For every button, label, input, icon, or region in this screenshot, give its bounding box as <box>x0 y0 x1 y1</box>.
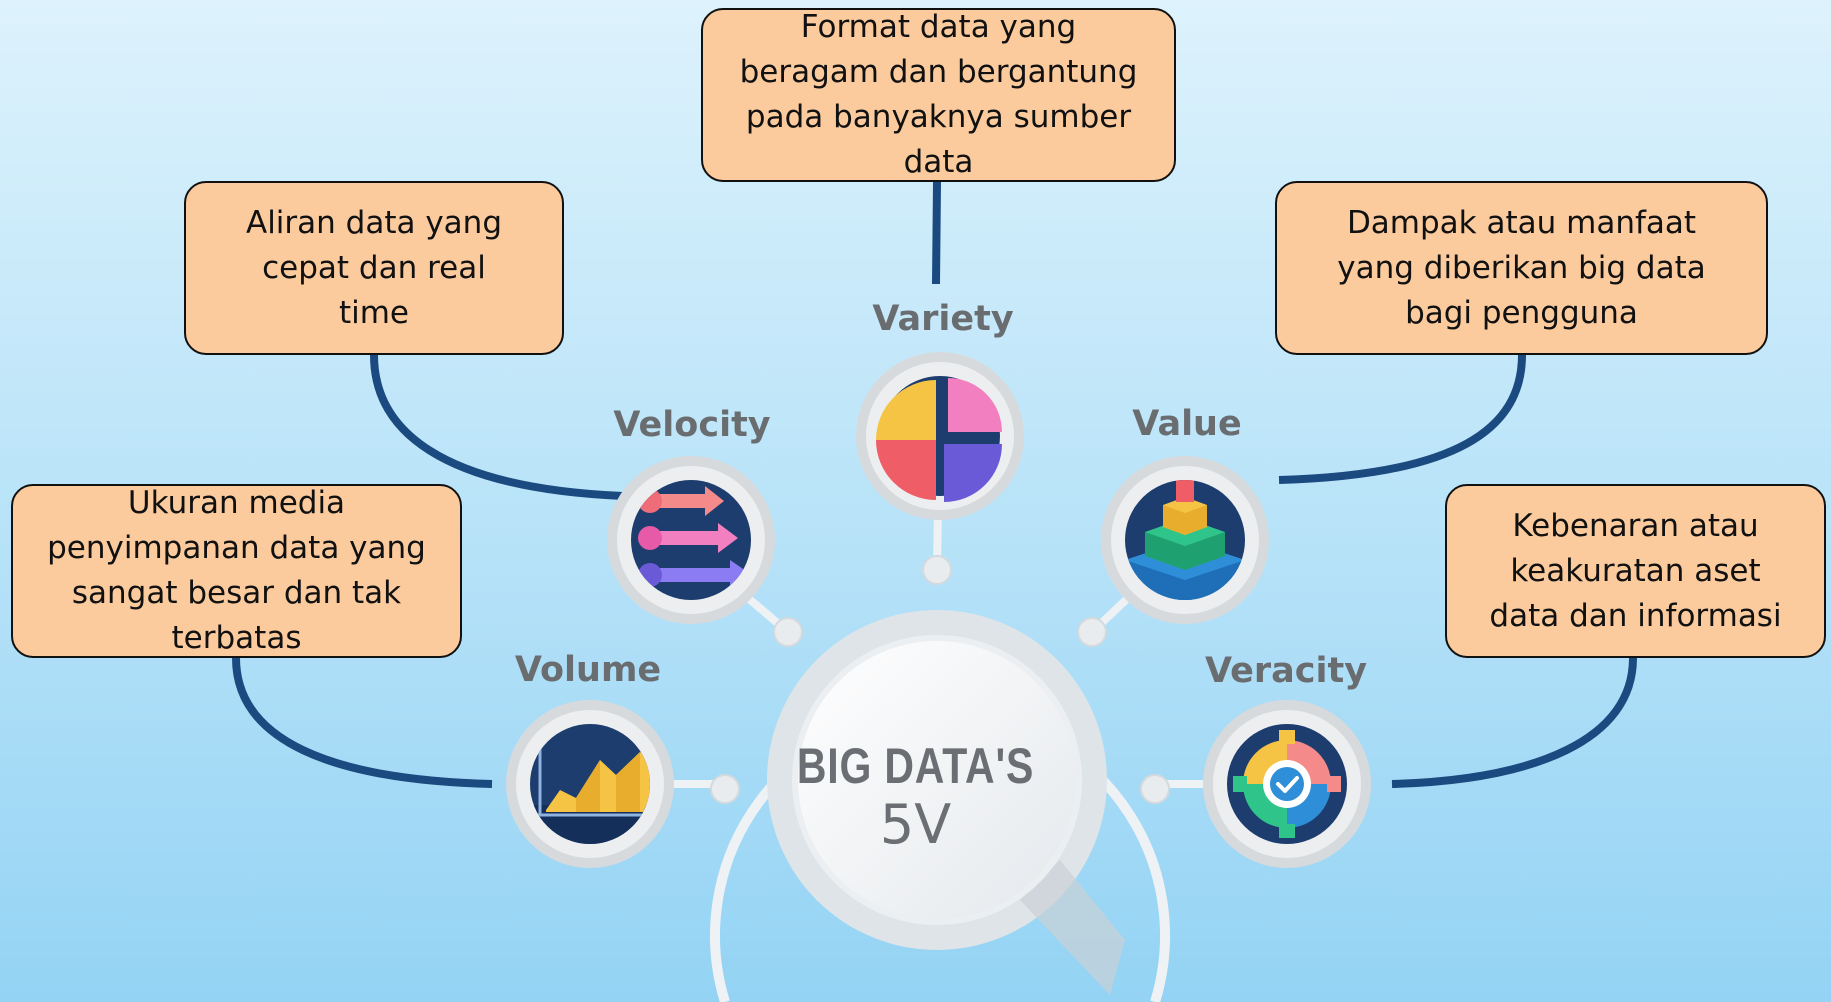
pyramid-layers-icon <box>1101 456 1269 624</box>
label-velocity: Velocity <box>613 405 771 445</box>
pie-chart-icon <box>856 352 1024 520</box>
description-box-volume: Ukuran media penyimpanan data yang sanga… <box>11 484 462 658</box>
center-title: BIG DATA'S <box>796 738 1035 794</box>
connector-veracity <box>1391 657 1637 788</box>
label-value: Value <box>1132 404 1242 444</box>
description-box-value: Dampak atau manfaat yang diberikan big d… <box>1275 181 1768 355</box>
speed-arrows-icon <box>607 456 775 624</box>
connector-velocity <box>370 354 624 500</box>
connector-volume <box>232 657 493 788</box>
center-hub <box>767 610 1125 995</box>
center-subtitle: 5V <box>879 793 952 856</box>
label-volume: Volume <box>514 650 662 690</box>
gear-check-icon <box>1203 700 1371 868</box>
description-box-variety: Format data yang beragam dan bergantung … <box>701 8 1176 182</box>
description-box-veracity: Kebenaran atau keakuratan aset data dan … <box>1445 484 1826 658</box>
description-box-velocity: Aliran data yang cepat dan real time <box>184 181 564 355</box>
ring-junction-dots <box>710 555 1170 804</box>
label-variety: Variety <box>872 299 1014 339</box>
label-veracity: Veracity <box>1204 651 1368 691</box>
connector-value <box>1278 354 1526 484</box>
area-chart-icon <box>506 700 674 868</box>
connector-variety <box>932 181 941 285</box>
connector-lines <box>232 181 1637 788</box>
